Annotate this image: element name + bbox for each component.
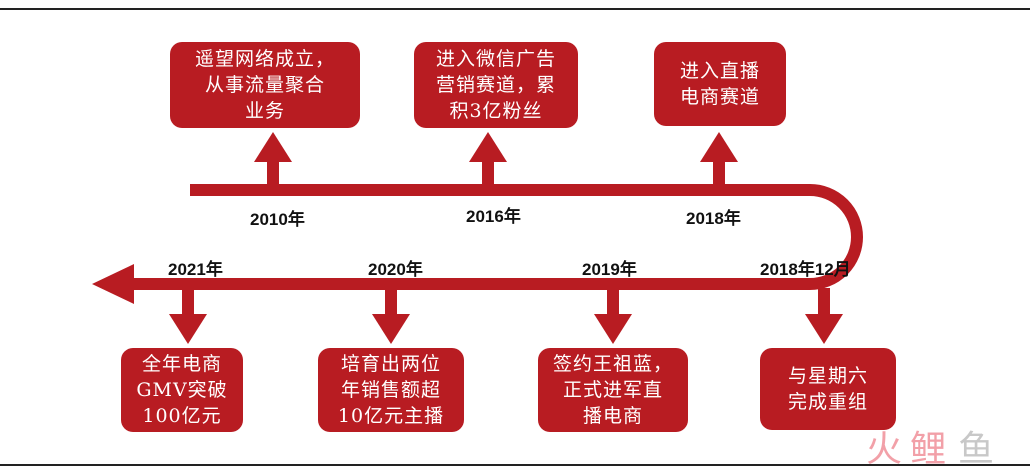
arrow-up-2010	[254, 132, 292, 188]
watermark-char-2: 鲤	[910, 429, 946, 469]
arrow-down-2021	[169, 288, 207, 344]
year-label-2018-12: 2018年12月	[760, 260, 851, 279]
year-label-2016: 2016年	[466, 207, 521, 226]
event-box-2021: 全年电商 GMV突破 100亿元	[121, 348, 243, 432]
timeline-arrowhead	[92, 264, 134, 304]
watermark-char-3: 鱼	[958, 429, 994, 469]
arrow-down-2019	[594, 288, 632, 344]
arrow-down-2018-12	[805, 288, 843, 344]
event-box-2020: 培育出两位 年销售额超 10亿元主播	[318, 348, 464, 432]
year-label-2020: 2020年	[368, 260, 423, 279]
arrow-up-2016	[469, 132, 507, 188]
top-rule	[0, 8, 1030, 10]
watermark-char-1: 火	[866, 429, 902, 469]
year-label-2019: 2019年	[582, 260, 637, 279]
timeline-path	[130, 184, 863, 290]
arrow-up-2018	[700, 132, 738, 188]
event-box-2019: 签约王祖蓝， 正式进军直 播电商	[538, 348, 688, 432]
event-box-2016: 进入微信广告 营销赛道，累 积3亿粉丝	[414, 42, 578, 128]
year-label-2018: 2018年	[686, 209, 741, 228]
arrow-down-2020	[372, 288, 410, 344]
event-box-2010: 遥望网络成立， 从事流量聚合 业务	[170, 42, 360, 128]
year-label-2021: 2021年	[168, 260, 223, 279]
year-label-2010: 2010年	[250, 210, 305, 229]
watermark-logo: 火 鲤 鱼	[866, 429, 994, 469]
event-box-2018-12: 与星期六 完成重组	[760, 348, 896, 430]
event-box-2018: 进入直播 电商赛道	[654, 42, 786, 126]
bottom-rule	[0, 464, 1030, 466]
